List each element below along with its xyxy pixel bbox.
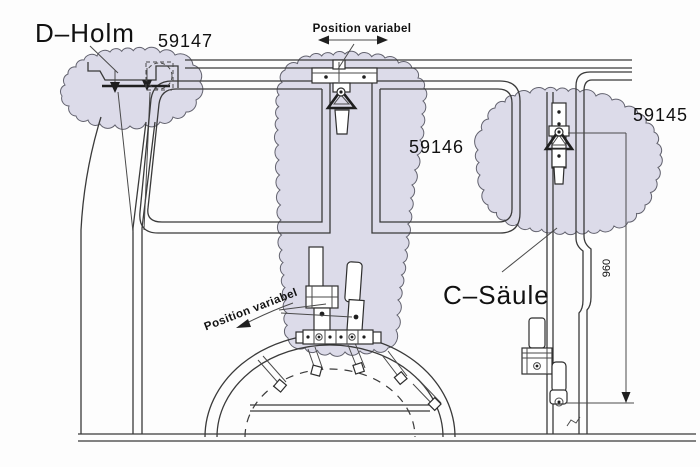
label-part-59145: 59145 (633, 105, 688, 125)
label-part-59146: 59146 (409, 137, 464, 157)
floor-anchor-brackets (521, 317, 568, 407)
cloud-highlight-d-holm (59, 46, 204, 130)
tie-down-ring-top (311, 59, 378, 135)
label-part-59147: 59147 (158, 31, 213, 51)
position-variabel-top-arrow (318, 35, 388, 70)
label-dimension-960: 960 (601, 259, 613, 277)
position-variabel-bottom-arrow (236, 302, 353, 328)
d-pillar-lines (80, 91, 156, 434)
wheel-arch-struts (257, 342, 442, 412)
d-holm-rail-detail (87, 61, 179, 93)
window-right (371, 80, 521, 234)
label-position-variabel-top: Position variabel (313, 23, 412, 35)
lower-anchor-assembly (305, 246, 365, 334)
tie-down-ring-right (543, 102, 575, 185)
lashing-rail (295, 329, 382, 345)
c-saeule-leader-line (501, 227, 558, 273)
label-d-holm: D–Holm (35, 18, 135, 48)
cloud-highlight-c-pillar (474, 86, 663, 236)
d-holm-leader-line (89, 45, 119, 74)
roof-rails (185, 59, 632, 434)
rocker-sill (78, 433, 696, 442)
dimension-960 (565, 132, 634, 404)
label-c-saeule: C–Säule (443, 280, 550, 310)
